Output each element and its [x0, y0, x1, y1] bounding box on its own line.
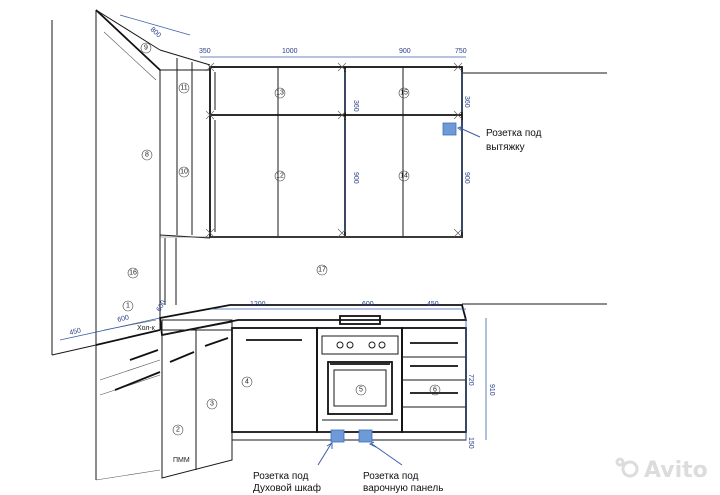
module-13: 13	[274, 87, 286, 99]
svg-text:1: 1	[126, 303, 130, 310]
module-16: 16	[127, 267, 139, 279]
dim-800: 800	[149, 26, 162, 39]
svg-text:14: 14	[400, 173, 408, 180]
module-1: 1	[122, 300, 134, 312]
dim-720: 720	[467, 374, 474, 386]
module-11: 11	[178, 82, 190, 94]
socket-oven-hob: Розетка под Духовой шкаф Розетка под вар…	[253, 429, 443, 494]
dim-1200: 1200	[250, 301, 266, 308]
module-14: 14	[398, 170, 410, 182]
svg-text:5: 5	[359, 387, 363, 394]
svg-text:17: 17	[318, 267, 326, 274]
svg-text:15: 15	[400, 90, 408, 97]
base-cabinets	[114, 304, 468, 479]
socket-hood: Розетка под вытяжку	[442, 122, 542, 153]
note-oven-line2: Духовой шкаф	[253, 482, 321, 494]
module-5: 5	[355, 384, 367, 396]
svg-text:2: 2	[176, 427, 180, 434]
module-2: 2	[172, 424, 184, 436]
dim-150: 150	[467, 437, 474, 449]
note-oven-line1: Розетка под	[253, 471, 309, 482]
module-6: 6	[429, 384, 441, 396]
module-10: 10	[178, 166, 190, 178]
svg-text:8: 8	[145, 152, 149, 159]
avito-watermark: Avito	[615, 457, 708, 483]
module-12: 12	[274, 170, 286, 182]
module-numbers: 1 2 3 4 5 6 8 9 10 11 12 13 14 15 16 17	[122, 42, 441, 436]
dim-900-vertical-a: 900	[352, 172, 359, 184]
dim-360: 360	[352, 100, 359, 112]
dim-600: 600	[362, 301, 374, 308]
dim-600-left: 600	[117, 314, 130, 324]
dim-900-vertical-b: 900	[463, 172, 470, 184]
svg-text:10: 10	[180, 169, 188, 176]
dim-910: 910	[488, 384, 495, 396]
module-3: 3	[206, 398, 218, 410]
svg-text:12: 12	[276, 173, 284, 180]
module-4: 4	[241, 376, 253, 388]
svg-text:4: 4	[245, 379, 249, 386]
module-17: 17	[316, 264, 328, 276]
note-hob-line1: Розетка под	[363, 471, 419, 482]
label-pmm: ПММ	[173, 457, 190, 464]
upper-cabinets	[160, 62, 607, 305]
dim-750: 750	[455, 48, 467, 55]
svg-text:16: 16	[129, 270, 137, 277]
module-8: 8	[141, 149, 153, 161]
note-hood-line2: вытяжку	[486, 142, 525, 153]
note-hood-line1: Розетка под	[486, 128, 542, 139]
dim-450: 450	[427, 301, 439, 308]
watermark-text: Avito	[644, 458, 708, 483]
svg-text:13: 13	[276, 90, 284, 97]
dimension-lines	[59, 14, 487, 440]
svg-text:6: 6	[433, 387, 437, 394]
module-15: 15	[398, 87, 410, 99]
module-9: 9	[140, 42, 152, 54]
dim-1000: 1000	[282, 48, 298, 55]
label-hol: Хол-к	[137, 325, 156, 332]
dim-450-left: 450	[69, 327, 82, 337]
svg-text:3: 3	[210, 401, 214, 408]
svg-text:11: 11	[180, 85, 187, 92]
dim-900: 900	[399, 48, 411, 55]
dim-600-small: 600	[156, 299, 168, 313]
left-wall-structure	[51, 9, 211, 481]
dim-350: 350	[199, 48, 211, 55]
dim-360-right: 360	[463, 96, 470, 108]
svg-text:9: 9	[144, 45, 148, 52]
dimension-texts: 350 1000 900 750 800 360 900 360 900 120…	[69, 26, 495, 449]
note-hob-line2: варочную панель	[363, 483, 443, 494]
